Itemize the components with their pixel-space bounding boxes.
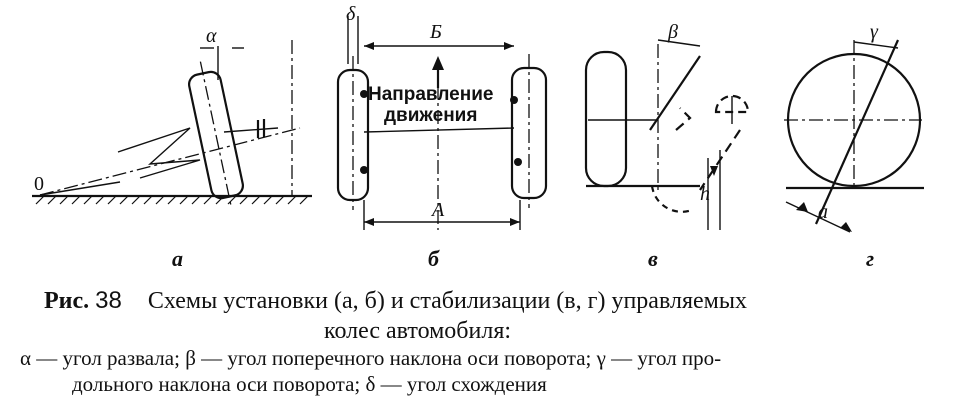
angle-beta-label: β [667, 21, 678, 43]
panel-g-label: г [866, 246, 874, 271]
angle-alpha-label: α [206, 25, 217, 47]
ground-hatching [35, 195, 309, 205]
dim-b-label: Б [429, 21, 442, 43]
caption-title-line1: Схемы установки (а, б) и стабилизации (в… [147, 288, 747, 314]
angle-delta-label: δ [346, 3, 356, 25]
panel-b-toe: δ Б А Направление движения б [336, 3, 548, 271]
panel-a-label: а [172, 246, 183, 271]
height-h-label: h [700, 183, 710, 205]
panel-b-label: б [428, 246, 440, 271]
offset-a-label: a [818, 201, 828, 223]
point-0-label: 0 [34, 173, 44, 195]
caption-legend-line1: α — угол развала; β — угол поперечного н… [20, 346, 722, 370]
panel-a-camber: 0 α а [32, 25, 312, 271]
figure-label: Рис. [44, 288, 90, 314]
wheel-alignment-diagram: 0 α а δ [32, 3, 924, 271]
direction-line2: движения [384, 105, 477, 126]
angle-gamma-label: γ [870, 21, 879, 43]
caption-legend-line2: дольного наклона оси поворота; δ — угол … [72, 372, 547, 396]
direction-line1: Направление [368, 84, 493, 105]
figure-number: 38 [95, 287, 122, 314]
panel-g-caster: γ a г [784, 21, 924, 271]
panel-v-kingpin: β h в [584, 21, 750, 271]
figure-caption-title: Рис.38 Схемы установки (а, б) и стабилиза… [44, 286, 944, 346]
figure-caption-legend: α — угол развала; β — угол поперечного н… [20, 345, 950, 397]
caption-title-line2: колес автомобиля: [324, 318, 512, 344]
panel-v-label: в [648, 246, 658, 271]
